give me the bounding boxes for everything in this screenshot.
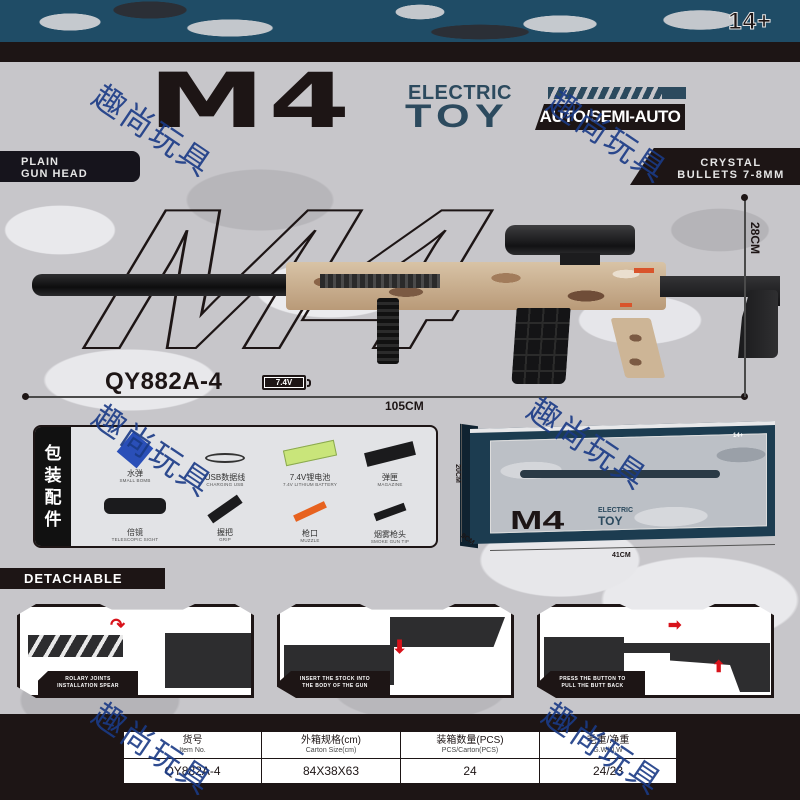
accessory-magazine: 弹匣 MAGAZINE xyxy=(345,433,435,488)
step-2-caption: INSERT THE STOCK INTO THE BODY OF THE GU… xyxy=(280,671,390,695)
title-m4: M4 xyxy=(148,56,354,145)
box-title: M4 xyxy=(510,505,565,535)
header-item-no: 货号 Item No. xyxy=(123,731,262,759)
accessories-panel: 包 装 配 件 水弹 SMALL BOMB USB数据线 CHARGING US… xyxy=(33,425,438,548)
battery-icon xyxy=(282,439,338,467)
header-carton-size: 外箱规格(cm) Carton Size(cm) xyxy=(261,731,401,759)
orange-accent xyxy=(634,268,654,273)
plain-gun-head-label: PLAIN GUN HEAD xyxy=(0,151,140,182)
up-arrow-icon: ⬆ xyxy=(712,659,726,676)
box-width-label: 41CM xyxy=(612,552,631,559)
dimension-dot xyxy=(741,194,748,201)
battery-badge: 7.4V xyxy=(262,375,306,390)
length-dimension-line xyxy=(25,396,745,398)
accessories-title: 包 装 配 件 xyxy=(35,427,71,546)
stock-image xyxy=(390,617,505,647)
scope-icon xyxy=(104,498,166,514)
gun-magazine xyxy=(511,308,571,384)
value-weight: 24/23 xyxy=(539,758,677,784)
header-pcs-carton: 装箱数量(PCS) PCS/Carton(PCS) xyxy=(400,731,540,759)
header-weight: 毛重/净重 G.W/N.W xyxy=(539,731,677,759)
height-label: 28CM xyxy=(748,222,762,255)
rotate-arrow-icon: ↷ xyxy=(110,615,126,635)
step-1-caption: ROLARY JOINTS INSTALLATION SPEAR xyxy=(38,671,138,695)
height-dimension-line xyxy=(744,197,746,397)
top-dark-bar xyxy=(0,42,800,62)
box-age-rating: 14+ xyxy=(733,433,744,439)
title-electric: ELECTRIC xyxy=(408,82,512,104)
smoke-tip-icon xyxy=(373,502,407,522)
gun-rail xyxy=(320,274,440,288)
receiver-image xyxy=(165,633,251,688)
dimension-dot xyxy=(22,393,29,400)
decorative-stripes xyxy=(548,87,686,99)
gun-scope xyxy=(505,225,635,255)
orange-accent xyxy=(620,303,632,307)
battery-tip-icon xyxy=(307,379,311,387)
gun-front-grip xyxy=(377,298,399,364)
gun-barrel xyxy=(32,274,294,296)
step-3-caption: PRESS THE BUTTON TO PULL THE BUTT BACK xyxy=(540,671,645,695)
detach-step-2: ⬇ INSERT THE STOCK INTO THE BODY OF THE … xyxy=(277,604,514,698)
accessory-scope: 倍镜 TELESCOPIC SIGHT xyxy=(90,490,180,543)
value-item-no: QY882A-4 xyxy=(123,758,262,784)
detach-step-1: ↷ ROLARY JOINTS INSTALLATION SPEAR xyxy=(17,604,254,698)
down-arrow-icon: ⬇ xyxy=(392,637,408,657)
top-camo-band: 14+ xyxy=(0,0,800,42)
crystal-bullets-label: CRYSTAL BULLETS 7-8MM xyxy=(630,148,800,185)
usb-cable-icon xyxy=(205,453,245,463)
magazine-icon xyxy=(364,441,416,467)
battery-voltage: 7.4V xyxy=(265,378,303,387)
title-toy: TOY xyxy=(405,98,510,134)
fire-mode-badge: AUTO/SEMI-AUTO xyxy=(535,104,685,130)
gun-illustration xyxy=(32,225,780,384)
detachable-title: DETACHABLE xyxy=(0,568,165,589)
detach-step-3: ➡ ⬆ PRESS THE BUTTON TO PULL THE BUTT BA… xyxy=(537,604,774,698)
accessory-grip: 握把 GRIP xyxy=(180,490,270,543)
crystal-line1: CRYSTAL xyxy=(700,157,762,169)
box-gun-image xyxy=(520,470,720,478)
right-arrow-icon: ➡ xyxy=(668,617,682,634)
gun-pistol-grip xyxy=(610,318,666,378)
scope-mount xyxy=(560,253,600,265)
rail-image xyxy=(28,635,123,657)
accessory-water-beads: 水弹 SMALL BOMB xyxy=(90,431,180,484)
plain-gun-head-line1: PLAIN xyxy=(21,156,59,168)
age-rating-badge: 14+ xyxy=(728,8,772,36)
value-pcs-carton: 24 xyxy=(400,758,540,784)
accessory-smoke-tip: 烟雾枪头 SMOKE GUN TIP xyxy=(345,490,435,545)
accessory-muzzle: 枪口 MUZZLE xyxy=(265,490,355,544)
model-number: QY882A-4 xyxy=(105,368,223,395)
water-beads-icon xyxy=(116,431,154,469)
receiver-image xyxy=(544,637,624,677)
value-carton-size: 84X38X63 xyxy=(261,758,401,784)
spec-table: 货号 Item No. 外箱规格(cm) Carton Size(cm) 装箱数… xyxy=(123,731,677,784)
plain-gun-head-line2: GUN HEAD xyxy=(21,168,88,180)
muzzle-icon xyxy=(293,501,327,522)
length-label: 105CM xyxy=(385,399,424,413)
box-height-line xyxy=(461,424,462,542)
decorative-stripes-end xyxy=(662,87,686,99)
accessory-battery: 7.4V锂电池 7.4V LITHIUM BATTERY xyxy=(265,433,355,488)
accessory-usb-cable: USB数据线 CHARGING USB xyxy=(180,433,270,488)
grip-icon xyxy=(207,494,243,524)
crystal-line2: BULLETS 7-8MM xyxy=(677,169,785,181)
box-electric-toy: ELECTRIC TOY xyxy=(598,507,633,528)
box-height-label: 20CM xyxy=(453,464,461,483)
